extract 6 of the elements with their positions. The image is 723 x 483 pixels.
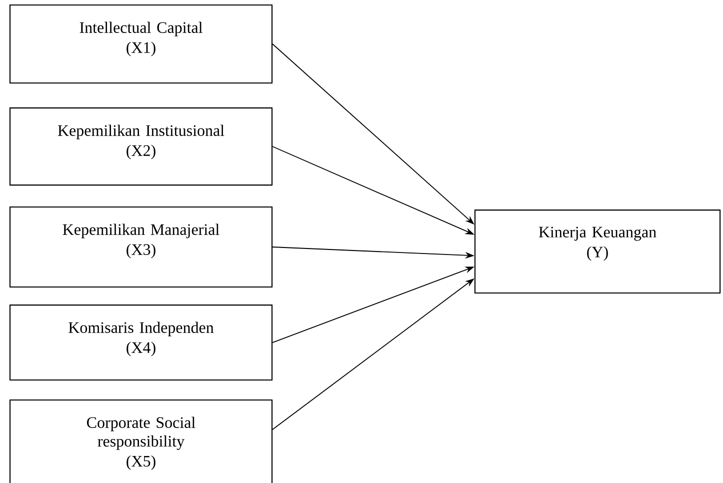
variable-box: Komisaris Independen (X4) bbox=[9, 304, 273, 380]
variable-box: Intellectual Capital (X1) bbox=[9, 4, 273, 84]
variable-box: Kepemilikan Institusional (X2) bbox=[9, 107, 273, 186]
variable-box: Corporate Social responsibility (X5) bbox=[9, 399, 273, 483]
variable-box: Kepemilikan Manajerial (X3) bbox=[9, 206, 273, 288]
variable-box: Kinerja Keuangan (Y) bbox=[474, 210, 721, 294]
